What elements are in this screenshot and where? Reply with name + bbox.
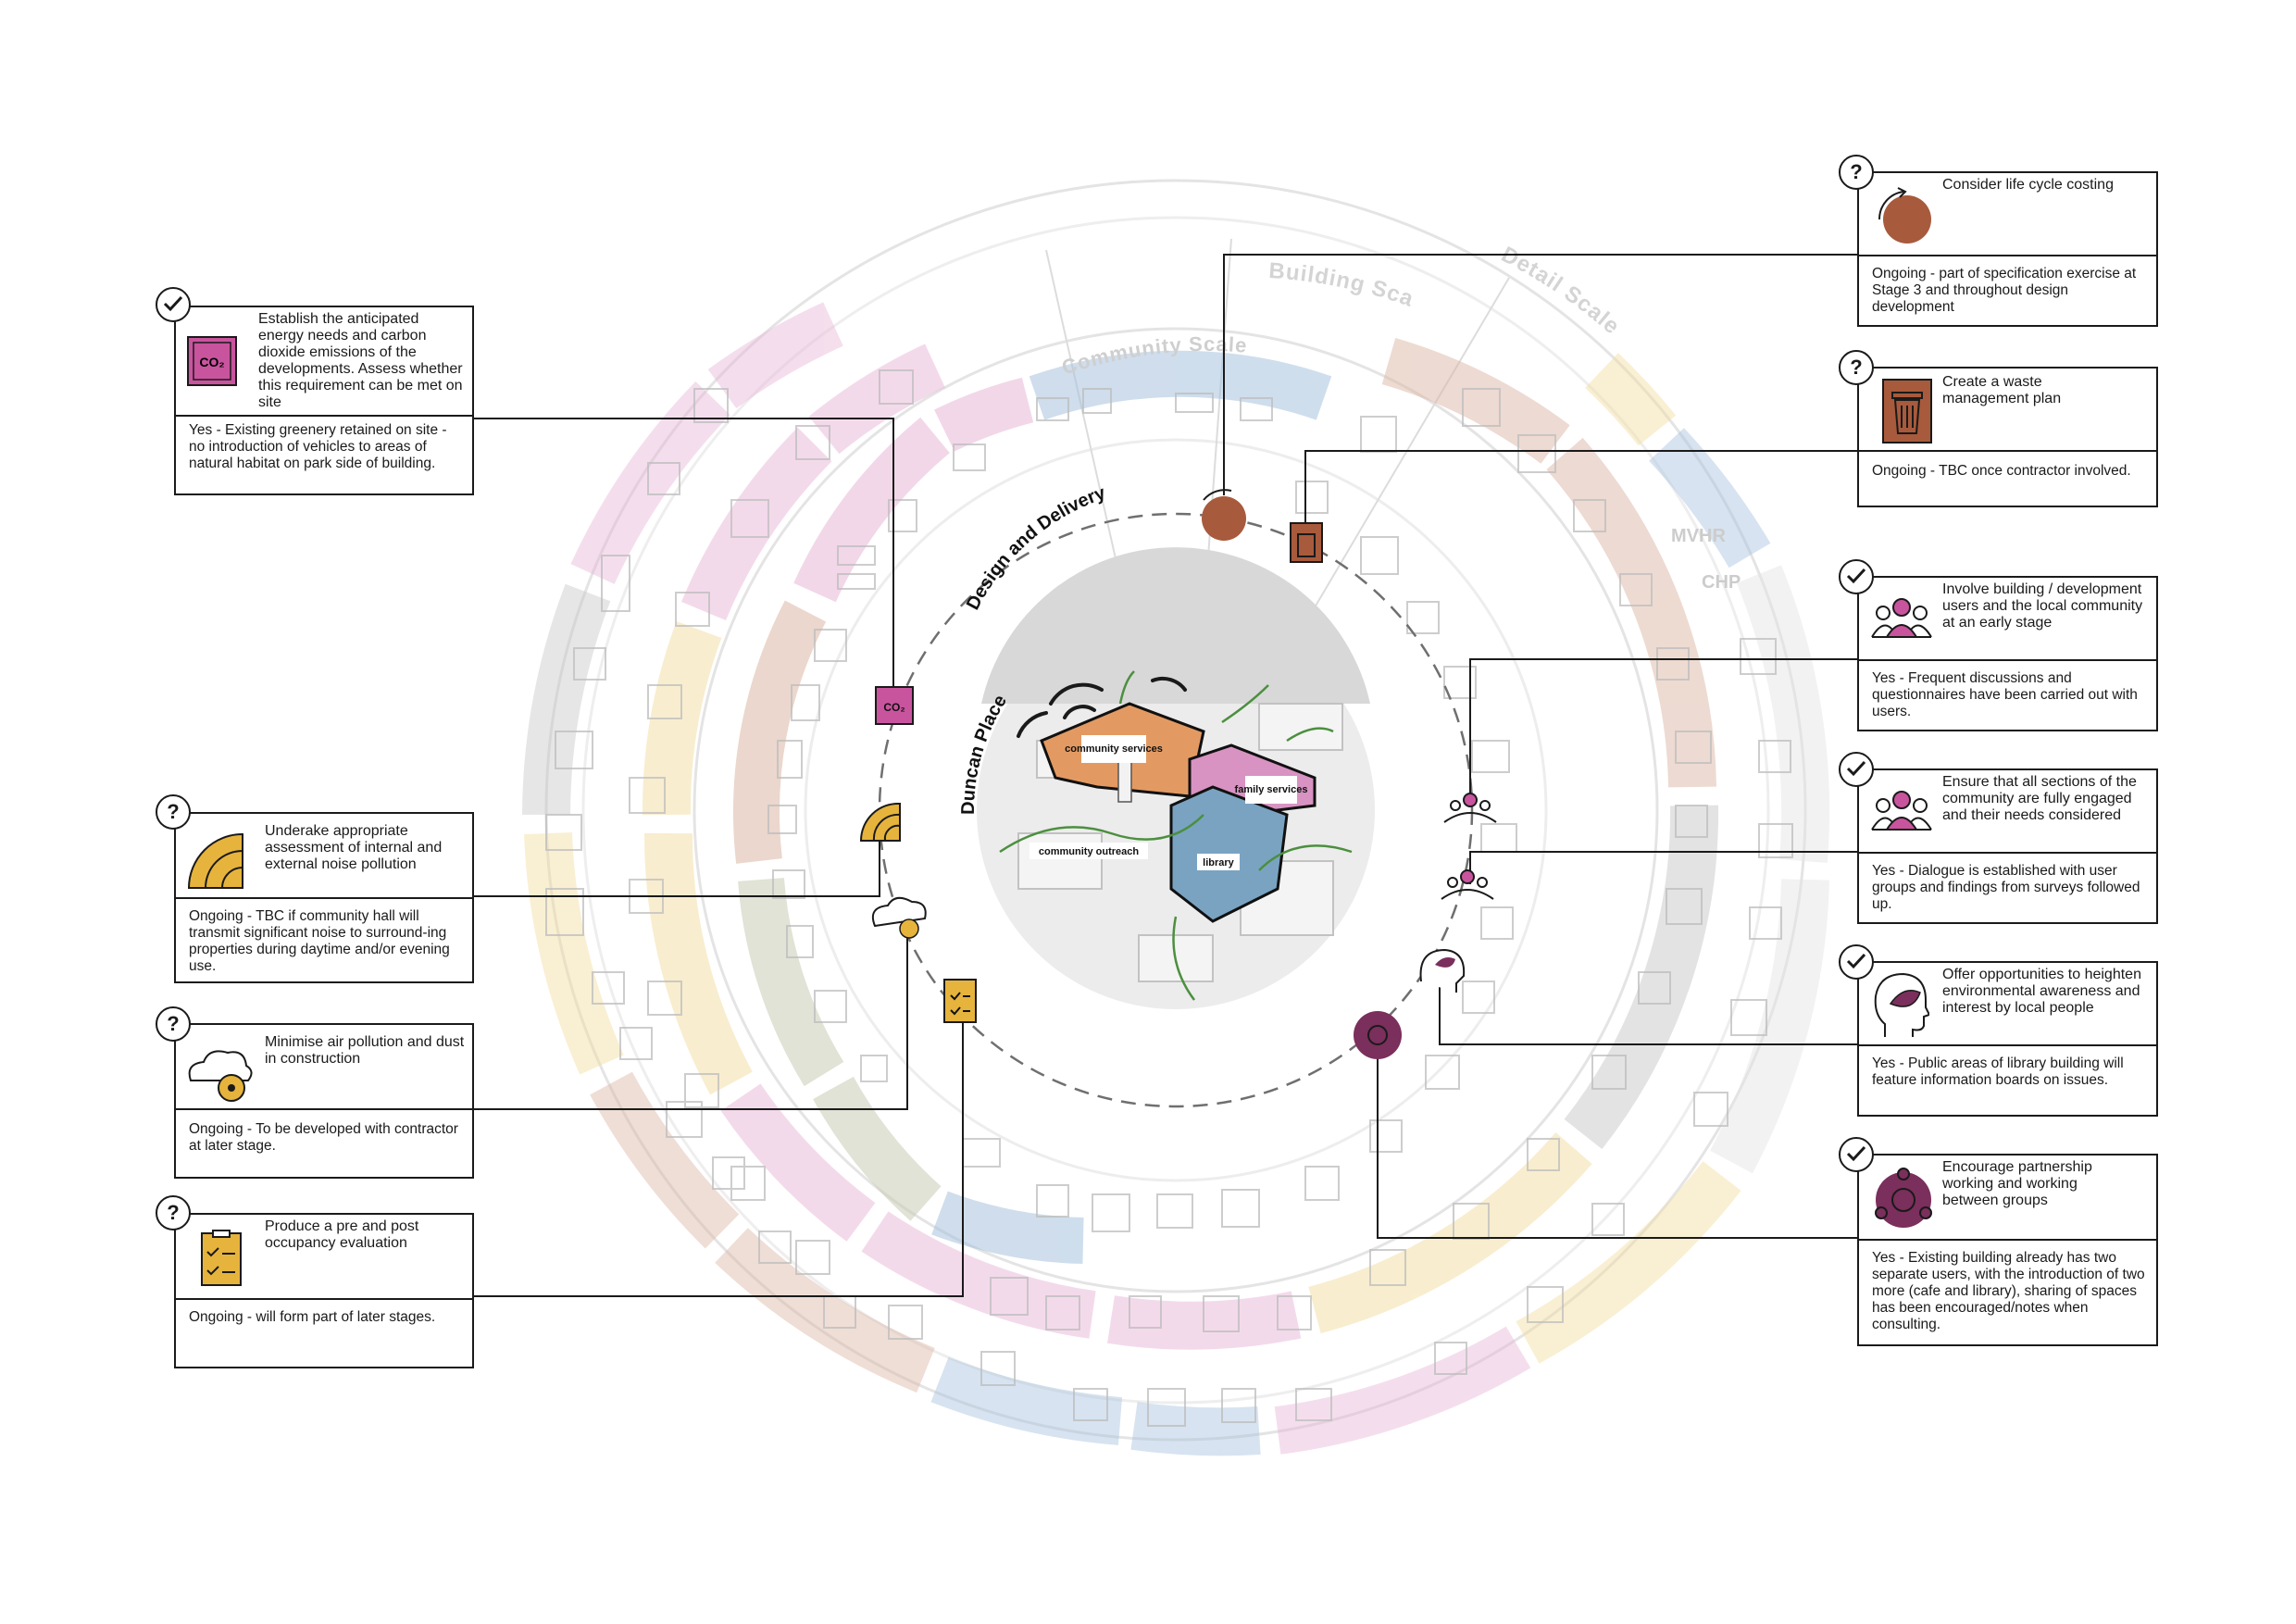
users-icon [1870, 789, 1933, 831]
community-scale-ring [732, 350, 1332, 1264]
ring-marker-life-cycle [1202, 489, 1246, 541]
card-occupancy-evaluation: Produce a pre and post occupancy evaluat… [174, 1213, 474, 1368]
card-waste-management: Create a waste management plan Ongoing -… [1857, 367, 2158, 507]
card-involve-users: Involve building / development users and… [1857, 576, 2158, 731]
dust-cloud-icon [185, 1043, 256, 1105]
ring-marker-co2: CO₂ [875, 686, 914, 725]
library-label: library [1203, 857, 1235, 868]
chp-label: CHP [1702, 572, 1741, 593]
ring-marker-waste-bin [1290, 522, 1323, 563]
mvhr-label: MVHR [1671, 526, 1726, 546]
card-air-pollution: Minimise air pollution and dust in const… [174, 1023, 474, 1179]
life-cycle-icon [1872, 182, 1939, 249]
card-life-cycle-costing-title: Consider life cycle costing [1942, 177, 2114, 193]
svg-text:CO₂: CO₂ [883, 701, 905, 714]
check-badge [1839, 559, 1874, 594]
card-environmental-awareness-note: Yes - Public areas of library building w… [1872, 1056, 2124, 1088]
card-waste-management-title: Create a waste management plan [1942, 374, 2062, 406]
card-energy-co2-title: Establish the anticipated energy needs a… [258, 311, 463, 410]
card-waste-management-note: Ongoing - TBC once contractor involved. [1872, 463, 2131, 479]
card-noise-assessment-title: Underake appropriate assessment of inter… [265, 823, 443, 872]
faint-ring-icons [545, 369, 1793, 1427]
card-environmental-awareness-title: Offer opportunities to heighten environm… [1942, 967, 2141, 1016]
card-occupancy-evaluation-title: Produce a pre and post occupancy evaluat… [265, 1218, 419, 1251]
card-partnership-working-note: Yes - Existing building already has two … [1872, 1250, 2145, 1332]
ring-marker-dust [871, 896, 927, 939]
card-environmental-awareness: Offer opportunities to heighten environm… [1857, 961, 2158, 1117]
check-badge [1839, 944, 1874, 980]
card-energy-co2-note: Yes - Existing greenery retained on site… [189, 422, 447, 471]
card-partnership-working: Encourage partnership working and workin… [1857, 1154, 2158, 1346]
community-outreach-label: community outreach [1039, 846, 1139, 857]
card-community-engagement-note: Yes - Dialogue is established with user … [1872, 863, 2140, 912]
ring-marker-users-1 [1443, 793, 1497, 823]
checklist-icon [200, 1230, 243, 1287]
card-air-pollution-title: Minimise air pollution and dust in const… [265, 1034, 465, 1067]
ring-marker-checklist [943, 979, 977, 1023]
community-services-label: community services [1065, 743, 1163, 755]
wifi-waves [1017, 676, 1187, 738]
card-noise-assessment: Underake appropriate assessment of inter… [174, 812, 474, 983]
ring-marker-head-leaf [1419, 948, 1466, 993]
waste-bin-icon [1881, 378, 1933, 444]
card-life-cycle-costing: Consider life cycle costing Ongoing - pa… [1857, 171, 2158, 327]
question-badge: ? [156, 1195, 191, 1230]
check-badge [156, 287, 191, 322]
users-icon [1870, 596, 1933, 639]
outer-guide-rings [544, 179, 1807, 1442]
ring-marker-partnership [1354, 1011, 1402, 1059]
co2-icon: CO₂ [186, 335, 238, 387]
card-community-engagement: Ensure that all sections of the communit… [1857, 768, 2158, 924]
check-badge [1839, 752, 1874, 787]
card-community-engagement-title: Ensure that all sections of the communit… [1942, 774, 2137, 823]
question-badge: ? [156, 1006, 191, 1042]
question-badge: ? [1839, 155, 1874, 190]
svg-text:CO₂: CO₂ [199, 355, 224, 369]
card-involve-users-note: Yes - Frequent discussions and questionn… [1872, 670, 2138, 719]
design-delivery-ring [878, 512, 1474, 1108]
card-occupancy-evaluation-note: Ongoing - will form part of later stages… [189, 1309, 436, 1325]
card-involve-users-title: Involve building / development users and… [1942, 581, 2143, 631]
partnership-icon [1870, 1165, 1937, 1231]
check-badge [1839, 1137, 1874, 1172]
card-partnership-working-title: Encourage partnership working and workin… [1942, 1159, 2092, 1208]
card-air-pollution-note: Ongoing - To be developed with contracto… [189, 1121, 458, 1154]
ring-marker-noise [859, 802, 901, 842]
building-scale-label: Building Scale [0, 0, 1416, 312]
question-badge: ? [156, 794, 191, 830]
svg-text:Building Scale: Building Scale [0, 0, 1417, 312]
card-noise-assessment-note: Ongoing - TBC if community hall will tra… [189, 908, 450, 974]
card-energy-co2: CO₂ Establish the anticipated energy nee… [174, 306, 474, 495]
site-plan: community services family services commu… [977, 547, 1375, 1009]
connector-lines [474, 254, 1857, 1297]
family-services-label: family services [1235, 784, 1308, 795]
question-badge: ? [1839, 350, 1874, 385]
card-life-cycle-costing-note: Ongoing - part of specification exercise… [1872, 266, 2137, 315]
noise-icon [185, 831, 246, 892]
ring-marker-users-2 [1441, 869, 1494, 900]
green-routes [999, 670, 1353, 1001]
head-leaf-icon [1874, 972, 1931, 1039]
